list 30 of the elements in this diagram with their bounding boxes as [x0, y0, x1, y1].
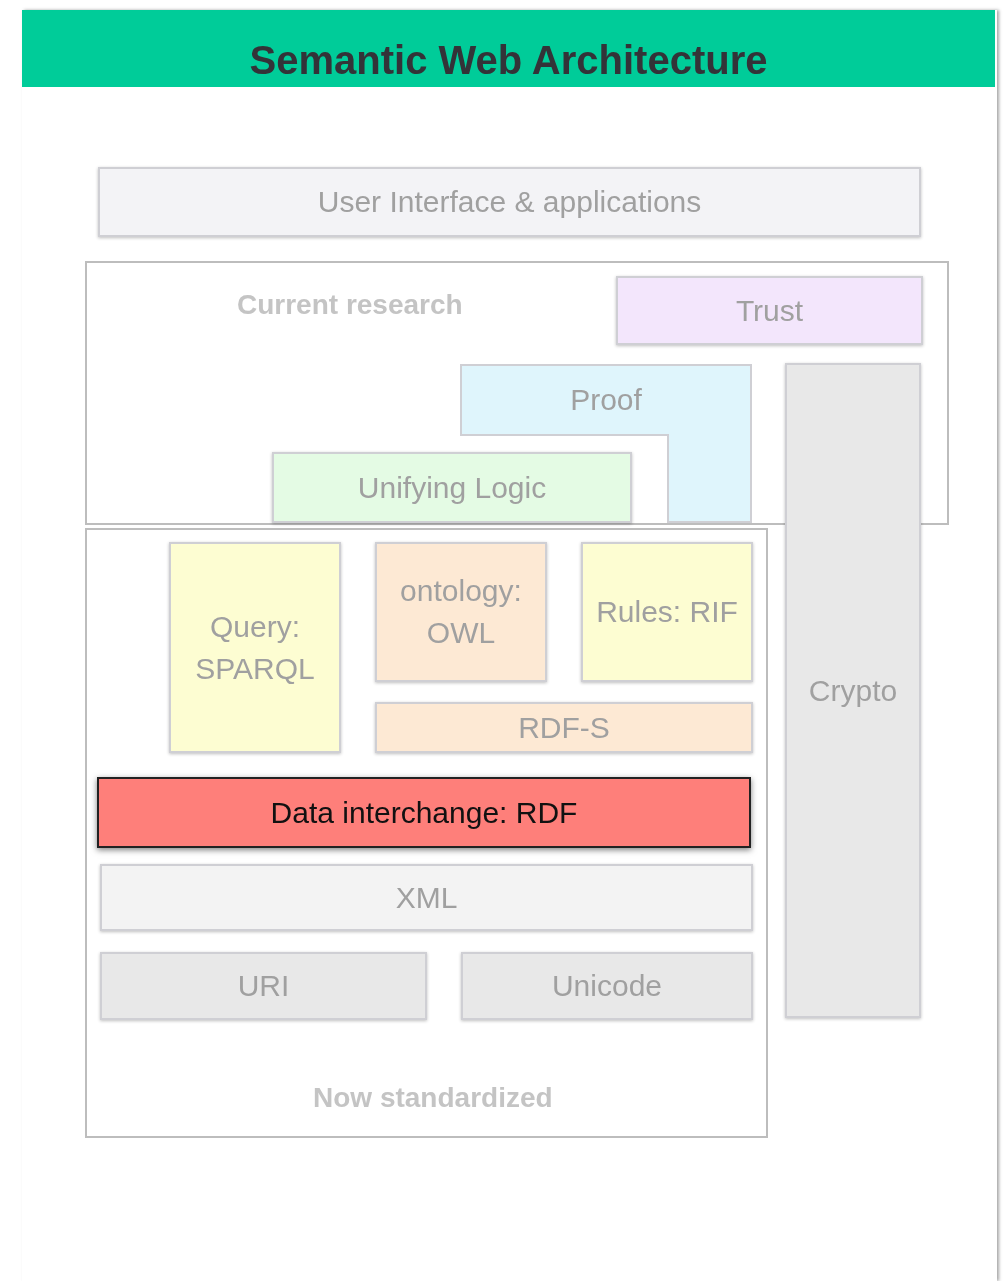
layer-label: Trust: [734, 292, 805, 329]
diagram-title: Semantic Web Architecture: [249, 38, 768, 83]
layer-label: Query: SPARQL: [194, 608, 316, 687]
group-label: Current research: [237, 289, 463, 321]
layer-label: RDF-S: [517, 709, 611, 746]
layer-block: [272, 452, 632, 523]
layer-label: Data interchange: RDF: [269, 794, 579, 831]
layer-label: Unifying Logic: [356, 469, 548, 506]
group-frame: [85, 261, 949, 525]
layer-label: URI: [236, 968, 291, 1004]
layer-block: [100, 952, 427, 1020]
layer-label: Crypto: [807, 672, 899, 709]
layer-block: [581, 542, 753, 682]
layer-label: XML: [394, 879, 459, 916]
layer-block: [98, 167, 921, 237]
layer-block: [375, 542, 547, 682]
layer-block: [97, 777, 751, 848]
layer-label: Rules: RIF: [595, 594, 739, 630]
layer-block: [375, 702, 753, 753]
group-frame: [85, 528, 768, 1138]
layer-block: [616, 276, 923, 345]
layer-label: Unicode: [550, 968, 664, 1004]
layer-label: Proof: [569, 381, 643, 418]
layer-block: [169, 542, 341, 753]
layer-block: [785, 363, 921, 1018]
layer-label: User Interface & applications: [316, 184, 703, 220]
layer-block: [100, 864, 753, 931]
layer-label: ontology: OWL: [399, 573, 523, 651]
group-label: Now standardized: [313, 1082, 553, 1114]
layer-block: [461, 952, 753, 1020]
